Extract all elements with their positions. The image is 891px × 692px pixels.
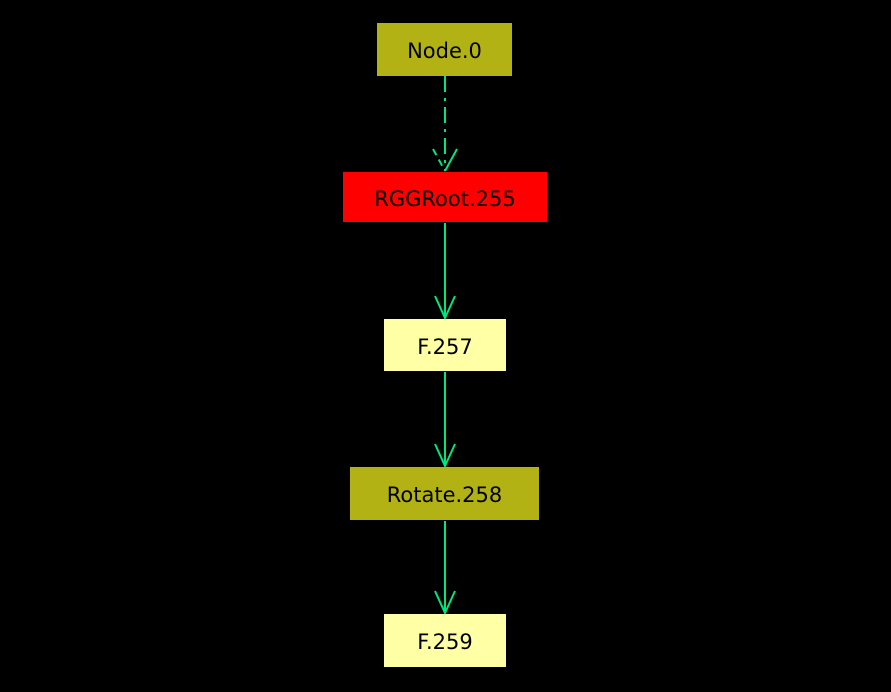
node-label: F.257 [417, 334, 473, 359]
graph-node-f259[interactable]: F.259 [384, 614, 506, 667]
arrowhead-left-arm [432, 148, 446, 172]
arrowhead [434, 443, 456, 469]
arrowhead [434, 295, 456, 321]
edge-node0-to-rggroot255 [432, 76, 458, 172]
node-label: Node.0 [407, 39, 482, 63]
graph-node-node0[interactable]: Node.0 [377, 23, 512, 76]
graph-node-rotate258[interactable]: Rotate.258 [350, 467, 539, 520]
node-label: F.259 [417, 630, 473, 654]
arrowhead [434, 590, 456, 616]
edge-f257-to-rotate258 [434, 372, 456, 469]
node-label: RGGRoot.255 [374, 186, 516, 211]
edge-rggroot255-to-f257 [434, 223, 456, 321]
graph-node-rggroot255[interactable]: RGGRoot.255 [343, 172, 547, 222]
edge-rotate258-to-f259 [434, 521, 456, 616]
graph-node-f257[interactable]: F.257 [384, 319, 506, 371]
arrowhead-right-arm [444, 148, 458, 172]
node-label: Rotate.258 [386, 483, 503, 507]
